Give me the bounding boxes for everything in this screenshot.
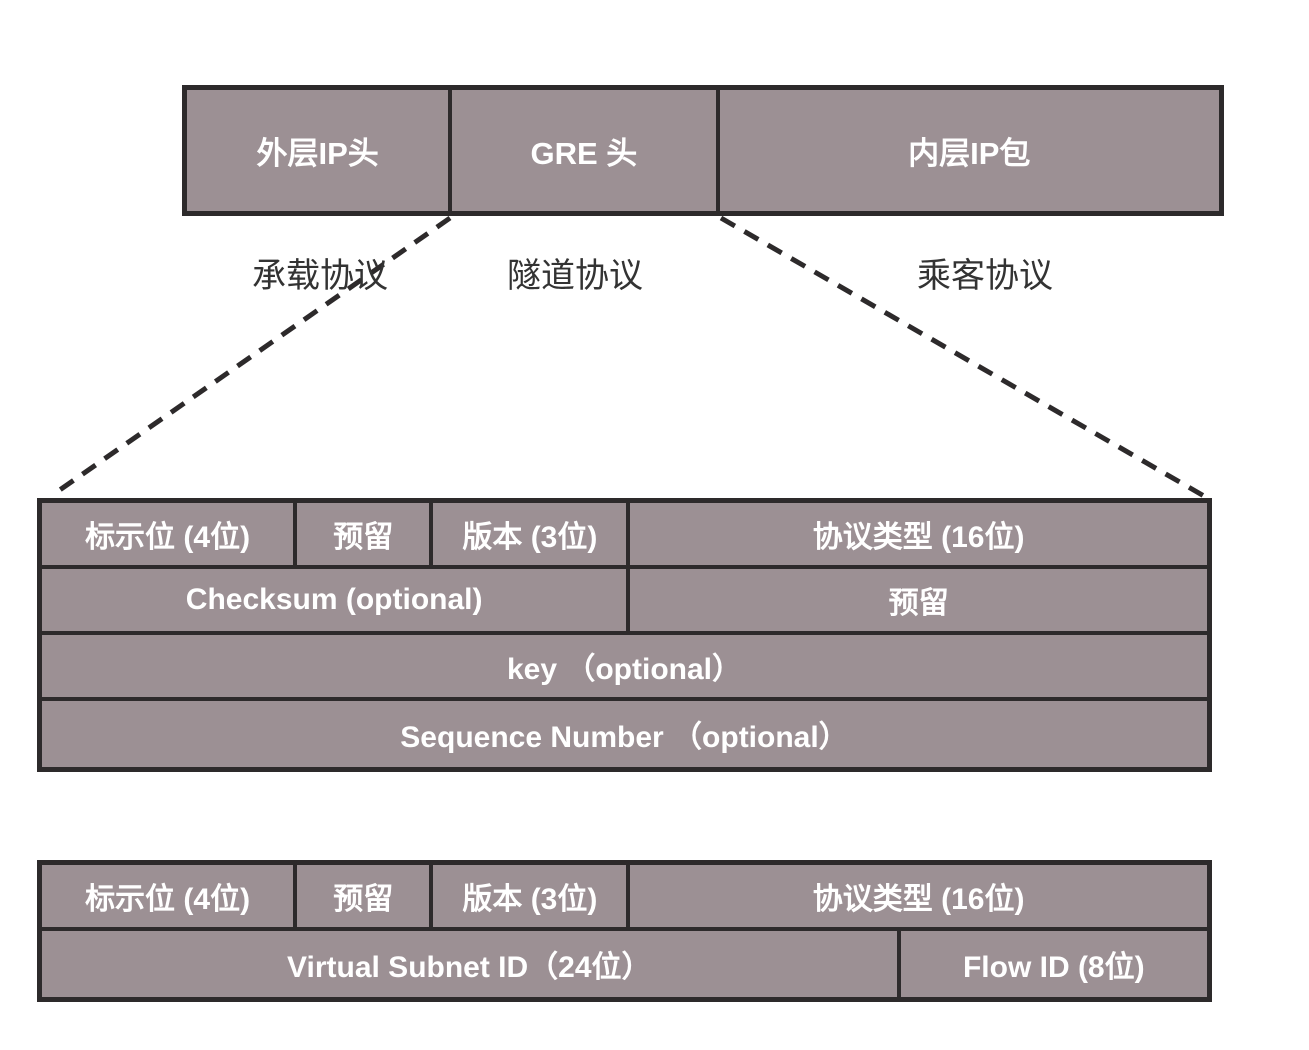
- table-row: Virtual Subnet ID（24位） Flow ID (8位): [42, 931, 1207, 997]
- segment-gre-header: GRE 头: [452, 90, 720, 211]
- field-flag-bits: 标示位 (4位): [42, 503, 298, 565]
- field-flow-id: Flow ID (8位): [900, 931, 1207, 997]
- segment-inner-ip-packet: 内层IP包: [719, 90, 1219, 211]
- field-reserved: 预留: [297, 865, 434, 927]
- field-key: key （optional）: [42, 635, 1207, 697]
- segment-outer-ip-header: 外层IP头: [187, 90, 453, 211]
- nvgre-header-table: 标示位 (4位) 预留 版本 (3位) 协议类型 (16位) Virtual S…: [37, 860, 1212, 1002]
- field-sequence-number: Sequence Number （optional）: [42, 701, 1207, 767]
- table-row: Sequence Number （optional）: [42, 701, 1207, 767]
- field-flag-bits: 标示位 (4位): [42, 865, 298, 927]
- table-row: 标示位 (4位) 预留 版本 (3位) 协议类型 (16位): [42, 865, 1207, 931]
- table-row: 标示位 (4位) 预留 版本 (3位) 协议类型 (16位): [42, 503, 1207, 569]
- field-version: 版本 (3位): [433, 503, 631, 565]
- segment-label: 外层IP头: [256, 136, 379, 171]
- label-passenger-protocol: 乘客协议: [917, 257, 1053, 295]
- field-version: 版本 (3位): [433, 865, 631, 927]
- field-reserved: 预留: [297, 503, 434, 565]
- gre-header-table: 标示位 (4位) 预留 版本 (3位) 协议类型 (16位) Checksum …: [37, 498, 1212, 772]
- label-tunnel-protocol: 隧道协议: [507, 257, 643, 295]
- table-row: key （optional）: [42, 635, 1207, 701]
- field-protocol-type: 协议类型 (16位): [630, 865, 1207, 927]
- label-carrier-protocol: 承载协议: [252, 257, 388, 295]
- field-virtual-subnet-id: Virtual Subnet ID（24位）: [42, 931, 901, 997]
- packet-overview-row: 外层IP头 GRE 头 内层IP包: [182, 85, 1224, 216]
- field-reserved: 预留: [630, 569, 1207, 631]
- table-row: Checksum (optional) 预留: [42, 569, 1207, 635]
- segment-label: 内层IP包: [908, 136, 1031, 171]
- field-protocol-type: 协议类型 (16位): [630, 503, 1207, 565]
- field-checksum: Checksum (optional): [42, 569, 631, 631]
- segment-label: GRE 头: [530, 136, 638, 171]
